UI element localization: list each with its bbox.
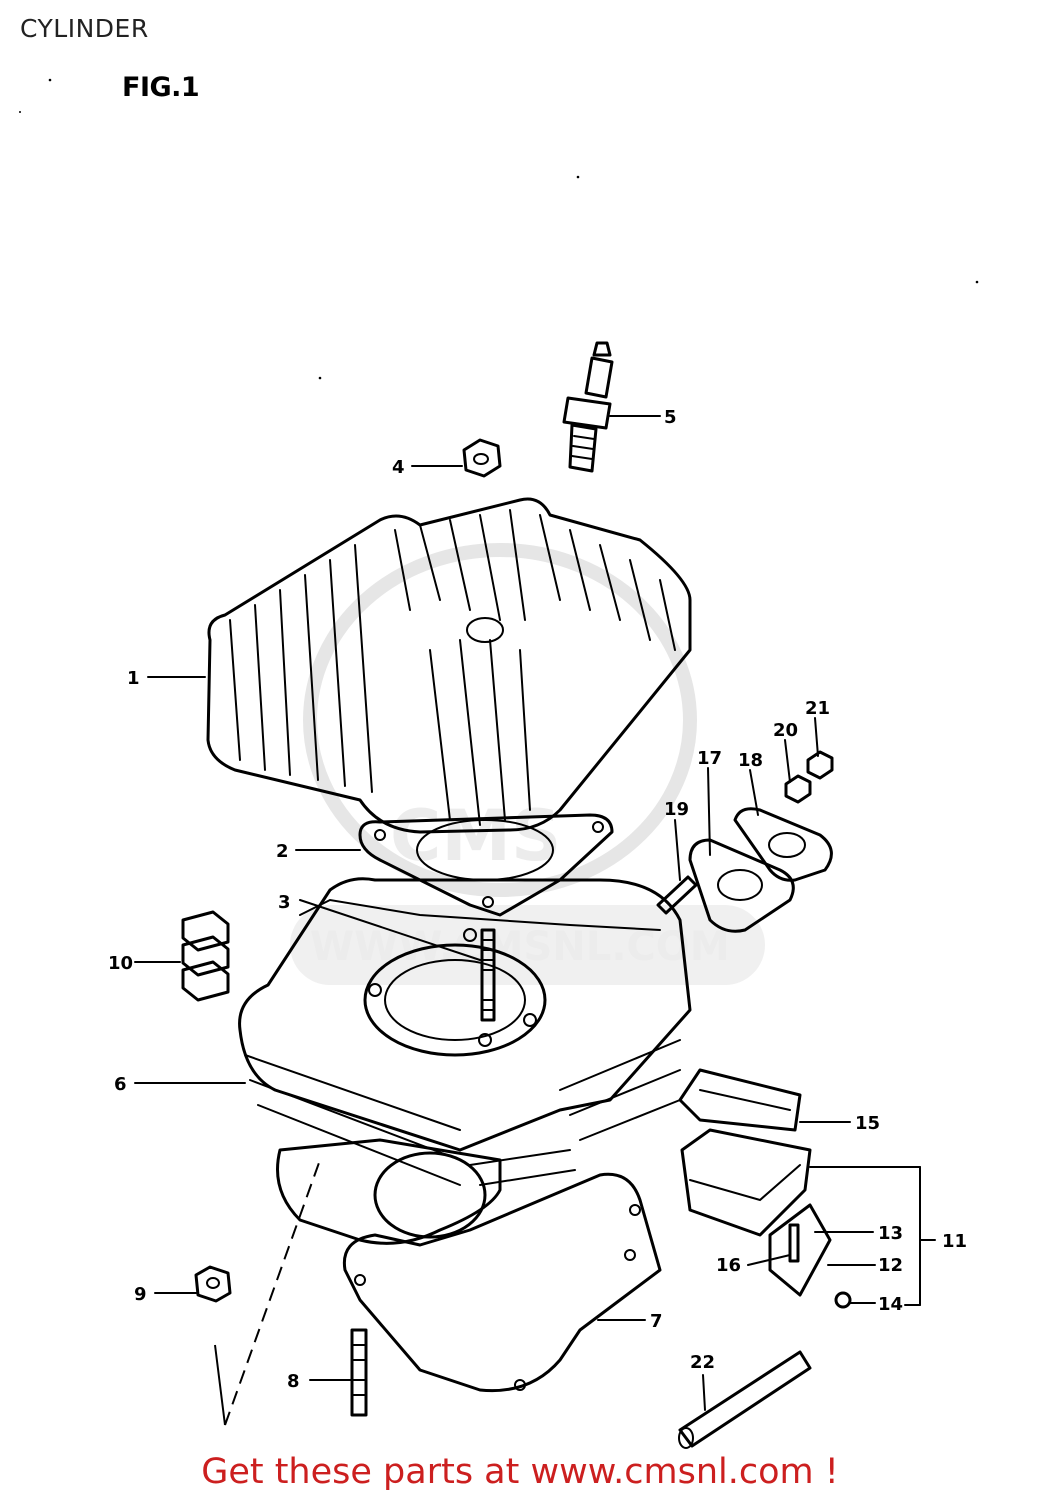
callout-15: 15 xyxy=(855,1113,880,1134)
callout-9: 9 xyxy=(134,1284,147,1305)
spark-plug xyxy=(562,341,614,473)
callout-14: 14 xyxy=(878,1294,903,1315)
callout-10: 10 xyxy=(108,953,133,974)
callout-5: 5 xyxy=(664,407,677,428)
callout-3: 3 xyxy=(278,892,291,913)
base-gasket xyxy=(342,1172,662,1393)
footer-prefix: Get these parts at xyxy=(201,1452,531,1492)
callout-2: 2 xyxy=(276,841,289,862)
footer-banner: Get these parts at www.cmsnl.com ! xyxy=(0,1452,1040,1492)
callout-18: 18 xyxy=(738,750,763,771)
callout-1: 1 xyxy=(127,668,140,689)
callout-4: 4 xyxy=(392,457,405,478)
callout-7: 7 xyxy=(650,1311,663,1332)
scan-specks xyxy=(19,78,979,380)
cylinder-head xyxy=(206,497,692,834)
page-title: CYLINDER xyxy=(20,14,149,43)
callout-12: 12 xyxy=(878,1255,903,1276)
alignment-tick xyxy=(214,1344,226,1426)
figure-label: FIG.1 xyxy=(122,72,200,103)
callout-11: 11 xyxy=(942,1231,967,1252)
callout-16: 16 xyxy=(716,1255,741,1276)
head-gasket xyxy=(358,813,614,917)
footer-link[interactable]: www.cmsnl.com xyxy=(530,1452,814,1492)
callout-21: 21 xyxy=(805,698,830,719)
callout-22: 22 xyxy=(690,1352,715,1373)
breather-hose xyxy=(678,1350,812,1449)
alignment-line xyxy=(224,1159,321,1426)
callout-13: 13 xyxy=(878,1223,903,1244)
rubber-dampers xyxy=(181,910,230,1002)
callout-6: 6 xyxy=(114,1074,127,1095)
callout-19: 19 xyxy=(664,799,689,820)
reed-valve-assembly xyxy=(678,1068,852,1309)
cylinder-head-nut xyxy=(462,438,502,478)
watermark: WWW.CMSNL.COM CMS xyxy=(290,543,765,985)
callout-20: 20 xyxy=(773,720,798,741)
intake-gaskets xyxy=(656,750,834,933)
base-nut xyxy=(194,1265,232,1303)
callout-labels: 1 2 3 4 5 6 7 8 9 10 11 12 13 14 15 16 1… xyxy=(108,407,967,1392)
callout-17: 17 xyxy=(697,748,722,769)
footer-suffix: ! xyxy=(813,1452,839,1492)
callout-8: 8 xyxy=(287,1371,300,1392)
cylinder-base-stud xyxy=(350,1328,368,1417)
leader-lines xyxy=(134,415,936,1411)
watermark-letters: CMS xyxy=(390,795,561,877)
